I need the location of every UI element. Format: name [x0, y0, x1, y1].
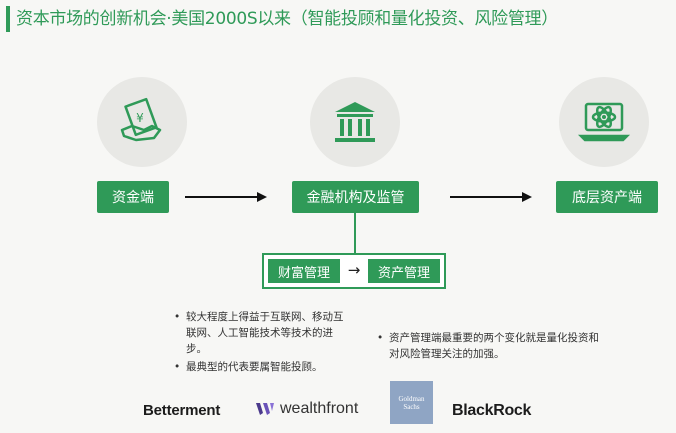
goldman-line1: Goldman — [398, 394, 425, 403]
list-item: 资产管理端最重要的两个变化就是量化投资和对风险管理关注的加强。 — [375, 330, 605, 362]
flow-wealth-management: 财富管理 — [268, 259, 340, 283]
flow-asset-management: 资产管理 — [368, 259, 440, 283]
node-funding: 资金端 — [97, 181, 169, 213]
svg-text:¥: ¥ — [136, 111, 144, 125]
bullets-left: 较大程度上得益于互联网、移动互联网、人工智能技术等技术的进步。 最典型的代表要属… — [172, 309, 352, 377]
betterment-logo: Betterment — [143, 402, 221, 419]
arrow-funding-to-institution — [185, 192, 267, 202]
bullets-right: 资产管理端最重要的两个变化就是量化投资和对风险管理关注的加强。 — [375, 330, 605, 364]
node-asset: 底层资产端 — [556, 181, 658, 213]
atom-laptop-icon — [559, 77, 649, 167]
bank-building-icon — [310, 77, 400, 167]
connector-line — [354, 213, 356, 253]
flow-arrow-icon: → — [347, 261, 361, 279]
list-item: 最典型的代表要属智能投顾。 — [172, 359, 352, 375]
wealthfront-logo: wealthfront — [256, 400, 358, 418]
money-hand-icon: ¥ — [97, 77, 187, 167]
arrow-institution-to-asset — [450, 192, 532, 202]
list-item: 较大程度上得益于互联网、移动互联网、人工智能技术等技术的进步。 — [172, 309, 352, 357]
node-institution: 金融机构及监管 — [292, 181, 419, 213]
wealthfront-text: wealthfront — [280, 400, 359, 417]
wealthfront-mark-icon — [256, 403, 274, 415]
title-accent-bar — [6, 6, 10, 32]
goldman-line2: Sachs — [403, 402, 420, 411]
blackrock-logo: BlackRock — [452, 402, 532, 419]
goldman-sachs-logo: Goldman Sachs — [390, 381, 433, 424]
page-title: 资本市场的创新机会·美国2000S以来（智能投顾和量化投资、风险管理） — [16, 9, 558, 29]
